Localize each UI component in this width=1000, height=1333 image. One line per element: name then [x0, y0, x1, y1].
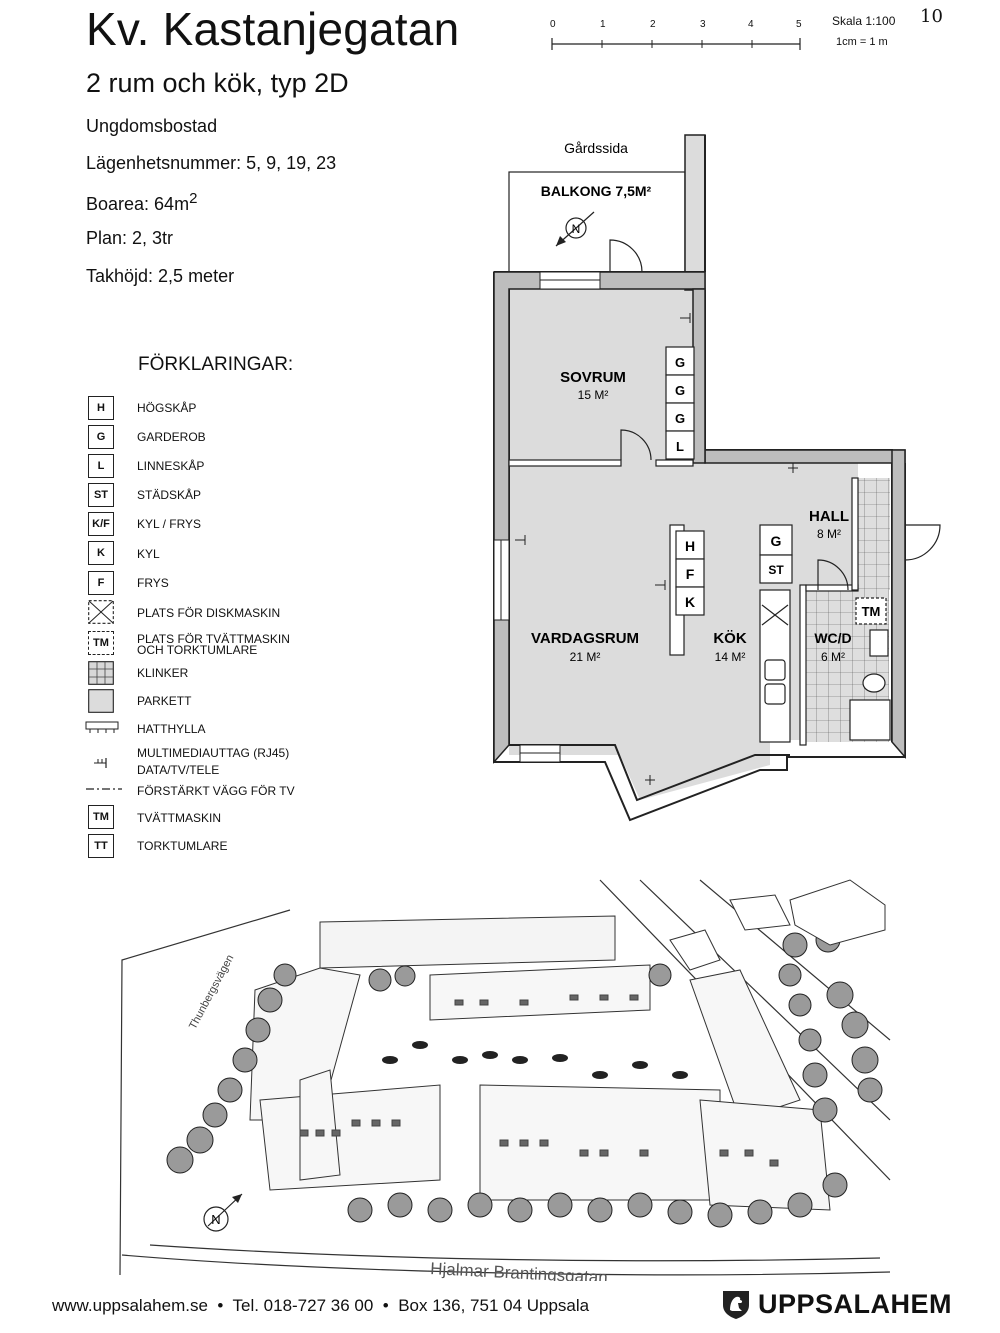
wardrobe-label: G — [675, 355, 685, 370]
dishwasher-placeholder-icon — [88, 600, 114, 624]
street-label-south: Hjalmar Brantingsgatan — [430, 1259, 608, 1281]
washer-spot-label: TM — [862, 604, 881, 619]
hall-area: 8 M² — [817, 527, 841, 541]
legend-label: PLATS FÖR TVÄTTMASKIN — [137, 632, 290, 646]
living-room-label: VARDAGSRUM — [531, 630, 639, 647]
phone-number: Tel. 018-727 36 00 — [232, 1296, 374, 1315]
bathroom-area: 6 M² — [821, 650, 845, 664]
page-number: 10 — [920, 6, 943, 27]
balcony-label: BALKONG 7,5M² — [541, 183, 652, 199]
scale-label: Skala 1:100 — [832, 14, 896, 28]
legend-label: GARDEROB — [137, 430, 206, 444]
bedroom-area: 15 M² — [578, 388, 609, 402]
legend-label-line2: OCH TORKTUMLARE — [137, 643, 258, 657]
bedroom-label: SOVRUM — [560, 369, 626, 386]
legend-label: KYL — [137, 547, 160, 561]
bathroom-label: WC/D — [814, 630, 851, 646]
legend-label: HÖGSKÅP — [137, 401, 197, 415]
legend-symbol: TM — [88, 805, 114, 829]
legend-symbol: TT — [88, 834, 114, 858]
legend-symbol: F — [88, 571, 114, 595]
floor-plan-levels: Plan: 2, 3tr — [86, 228, 174, 248]
legend-label: TORKTUMLARE — [137, 839, 228, 853]
legend-symbol: H — [88, 396, 114, 420]
legend-label: PLATS FÖR DISKMASKIN — [137, 606, 281, 620]
legend-symbol: ST — [88, 483, 114, 507]
legend-label: KYL / FRYS — [137, 517, 202, 531]
legend-label: TVÄTTMASKIN — [137, 811, 222, 825]
kitchen-unit-label: H — [685, 538, 695, 554]
hall-unit-label: G — [771, 533, 782, 549]
legend-label: HATTHYLLA — [137, 722, 206, 736]
site-north-arrow-icon: N — [203, 1193, 243, 1232]
living-area-label: Boarea: 64m — [86, 194, 190, 214]
footer-contact: www.uppsalahem.se • Tel. 018-727 36 00 •… — [52, 1296, 589, 1316]
wardrobe-label: G — [675, 411, 685, 426]
site-north-label: N — [211, 1212, 220, 1227]
floor-plan: G G G L H F K G ST TM — [493, 134, 941, 822]
legend-symbol: L — [88, 454, 114, 478]
kitchen-area: 14 M² — [715, 650, 746, 664]
legend-label: LINNESKÅP — [137, 459, 205, 473]
tile-floor-icon — [88, 661, 114, 685]
scale-tick: 1 — [600, 19, 606, 30]
wardrobe-label: G — [675, 383, 685, 398]
legend-label-line2: DATA/TV/TELE — [137, 763, 220, 777]
linen-cupboard-label: L — [676, 439, 684, 454]
legend-label: PARKETT — [137, 694, 192, 708]
media-outlet-icon — [94, 758, 107, 768]
kitchen-unit-label: K — [685, 594, 695, 610]
legend-label: KLINKER — [137, 666, 189, 680]
hall-label: HALL — [809, 508, 849, 525]
scale-bar-graphic — [551, 38, 801, 50]
postal-address: Box 136, 751 04 Uppsala — [398, 1296, 590, 1315]
living-area-superscript: 2 — [189, 190, 198, 207]
legend-symbol: K/F — [88, 512, 114, 536]
legend-heading: FÖRKLARINGAR: — [138, 354, 294, 375]
hat-shelf-icon — [85, 721, 119, 733]
housing-type: Ungdomsbostad — [86, 116, 218, 136]
separator-dot: • — [212, 1296, 229, 1315]
kitchen-label: KÖK — [713, 630, 747, 647]
scale-tick: 2 — [650, 19, 656, 30]
living-area: Boarea: 64m2 — [86, 190, 197, 215]
north-label: N — [572, 222, 581, 236]
legend-symbol: TM — [88, 631, 114, 655]
legend-symbol: K — [88, 541, 114, 565]
kitchen-unit-label: F — [686, 566, 695, 582]
separator-dot: • — [378, 1296, 394, 1315]
hall-unit-label: ST — [768, 563, 784, 577]
scale-tick: 4 — [748, 19, 754, 30]
living-room-area: 21 M² — [570, 650, 601, 664]
scale-tick: 0 — [550, 19, 556, 30]
north-arrow-icon: N — [555, 211, 595, 247]
apartment-numbers: Lägenhetsnummer: 5, 9, 19, 23 — [86, 153, 337, 173]
scale-tick: 3 — [700, 19, 706, 30]
scale-tick: 5 — [796, 19, 802, 30]
legend-symbol: G — [88, 425, 114, 449]
lion-shield-icon — [723, 1291, 749, 1319]
legend-label: MULTIMEDIAUTTAG (RJ45) — [137, 746, 290, 760]
scale-sublabel: 1cm = 1 m — [836, 36, 888, 48]
legend-label: STÄDSKÅP — [137, 488, 202, 502]
apartment-type-heading: 2 rum och kök, typ 2D — [86, 68, 349, 98]
street-label-west: Thunbergsvägen — [187, 953, 236, 1032]
reinforced-wall-icon — [86, 788, 122, 790]
page-title: Kv. Kastanjegatan — [86, 3, 460, 55]
brand-name: UPPSALAHEM — [758, 1288, 953, 1319]
ceiling-height: Takhöjd: 2,5 meter — [86, 266, 235, 286]
brand-logo: UPPSALAHEM — [720, 1288, 952, 1320]
parquet-floor-icon — [88, 689, 114, 713]
courtyard-side-label: Gårdssida — [564, 140, 628, 156]
legend-label: FRYS — [137, 576, 169, 590]
website-link[interactable]: www.uppsalahem.se — [52, 1296, 208, 1315]
site-aerial-illustration: N Hjalmar Brantingsgatan Thunbergsvägen — [119, 879, 891, 1281]
legend-label: FÖRSTÄRKT VÄGG FÖR TV — [137, 784, 295, 798]
